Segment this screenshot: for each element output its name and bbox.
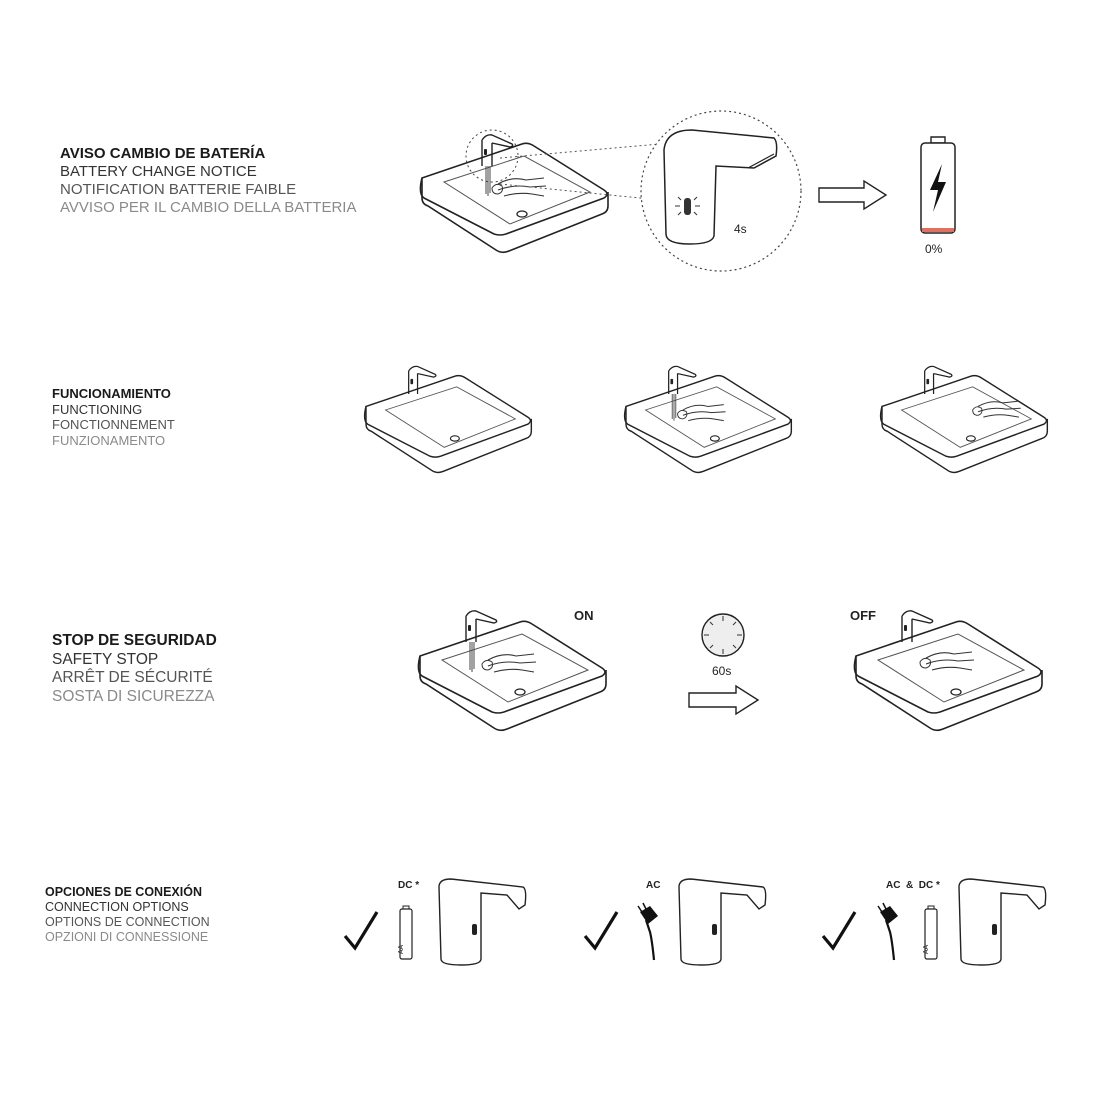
- checkmark-icon: [343, 910, 379, 950]
- aa-battery-text: AA: [923, 944, 931, 955]
- basin-idle-illustration: [363, 365, 533, 474]
- battery-level-label: 0%: [925, 242, 943, 256]
- battery-notice-title-en: BATTERY CHANGE NOTICE: [60, 163, 257, 180]
- functioning-heading: FUNCIONAMIENTO FUNCTIONING FONCTIONNEMEN…: [52, 386, 175, 448]
- zoom-connector-lines: [500, 140, 670, 210]
- faucet-icon: [958, 878, 1047, 966]
- water-off-label: OFF: [850, 608, 876, 623]
- blink-duration-label: 4s: [734, 222, 747, 236]
- functioning-title-en: FUNCTIONING: [52, 401, 143, 417]
- connection-options-heading: OPCIONES DE CONEXIÓN CONNECTION OPTIONS …: [45, 885, 210, 945]
- basin-water-on-illustration: [417, 610, 607, 732]
- battery-basin-illustration: [419, 128, 609, 254]
- battery-notice-heading: AVISO CAMBIO DE BATERÍA BATTERY CHANGE N…: [60, 145, 356, 217]
- checkmark-icon: [583, 910, 619, 950]
- ac-dc-option-label: AC & DC *: [886, 880, 940, 891]
- clock-timer-icon: [700, 612, 746, 658]
- empty-battery-icon: [918, 136, 958, 236]
- ac-option-label: AC: [646, 880, 661, 891]
- connection-options-title-en: CONNECTION OPTIONS: [45, 900, 189, 914]
- basin-hands-under-faucet-illustration: [623, 365, 793, 474]
- functioning-title-it: FUNZIONAMENTO: [52, 432, 166, 448]
- safety-stop-title-es: STOP DE SEGURIDAD: [52, 632, 217, 649]
- checkmark-icon: [821, 910, 857, 950]
- aa-battery-text: AA: [398, 944, 406, 955]
- safety-stop-title-fr: ARRÊT DE SÉCURITÉ: [52, 669, 213, 687]
- right-arrow-icon: [688, 685, 760, 715]
- timer-label: 60s: [712, 664, 732, 678]
- power-plug-icon: [876, 901, 900, 962]
- safety-stop-title-en: SAFETY STOP: [52, 650, 159, 668]
- safety-stop-heading: STOP DE SEGURIDAD SAFETY STOP ARRÊT DE S…: [52, 632, 217, 706]
- faucet-icon: [438, 878, 527, 966]
- connection-options-title-fr: OPTIONS DE CONNECTION: [45, 915, 210, 929]
- power-plug-icon: [636, 901, 660, 962]
- faucet-icon: [678, 878, 767, 966]
- battery-notice-title-fr: NOTIFICATION BATTERIE FAIBLE: [60, 181, 297, 198]
- safety-stop-title-it: SOSTA DI SICUREZZA: [52, 687, 215, 705]
- connection-options-title-es: OPCIONES DE CONEXIÓN: [45, 885, 202, 899]
- battery-notice-title-es: AVISO CAMBIO DE BATERÍA: [60, 145, 266, 162]
- faucet-zoom-detail: [636, 106, 806, 276]
- water-on-label: ON: [574, 608, 594, 623]
- functioning-title-es: FUNCIONAMIENTO: [52, 386, 171, 401]
- functioning-title-fr: FONCTIONNEMENT: [52, 417, 175, 433]
- dc-option-label: DC *: [398, 880, 420, 891]
- battery-notice-title-it: AVVISO PER IL CAMBIO DELLA BATTERIA: [60, 199, 357, 216]
- right-arrow-icon: [818, 180, 888, 210]
- connection-options-title-it: OPZIONI DI CONNESSIONE: [45, 930, 209, 944]
- basin-water-off-illustration: [853, 610, 1043, 732]
- basin-hands-removed-illustration: [879, 365, 1049, 474]
